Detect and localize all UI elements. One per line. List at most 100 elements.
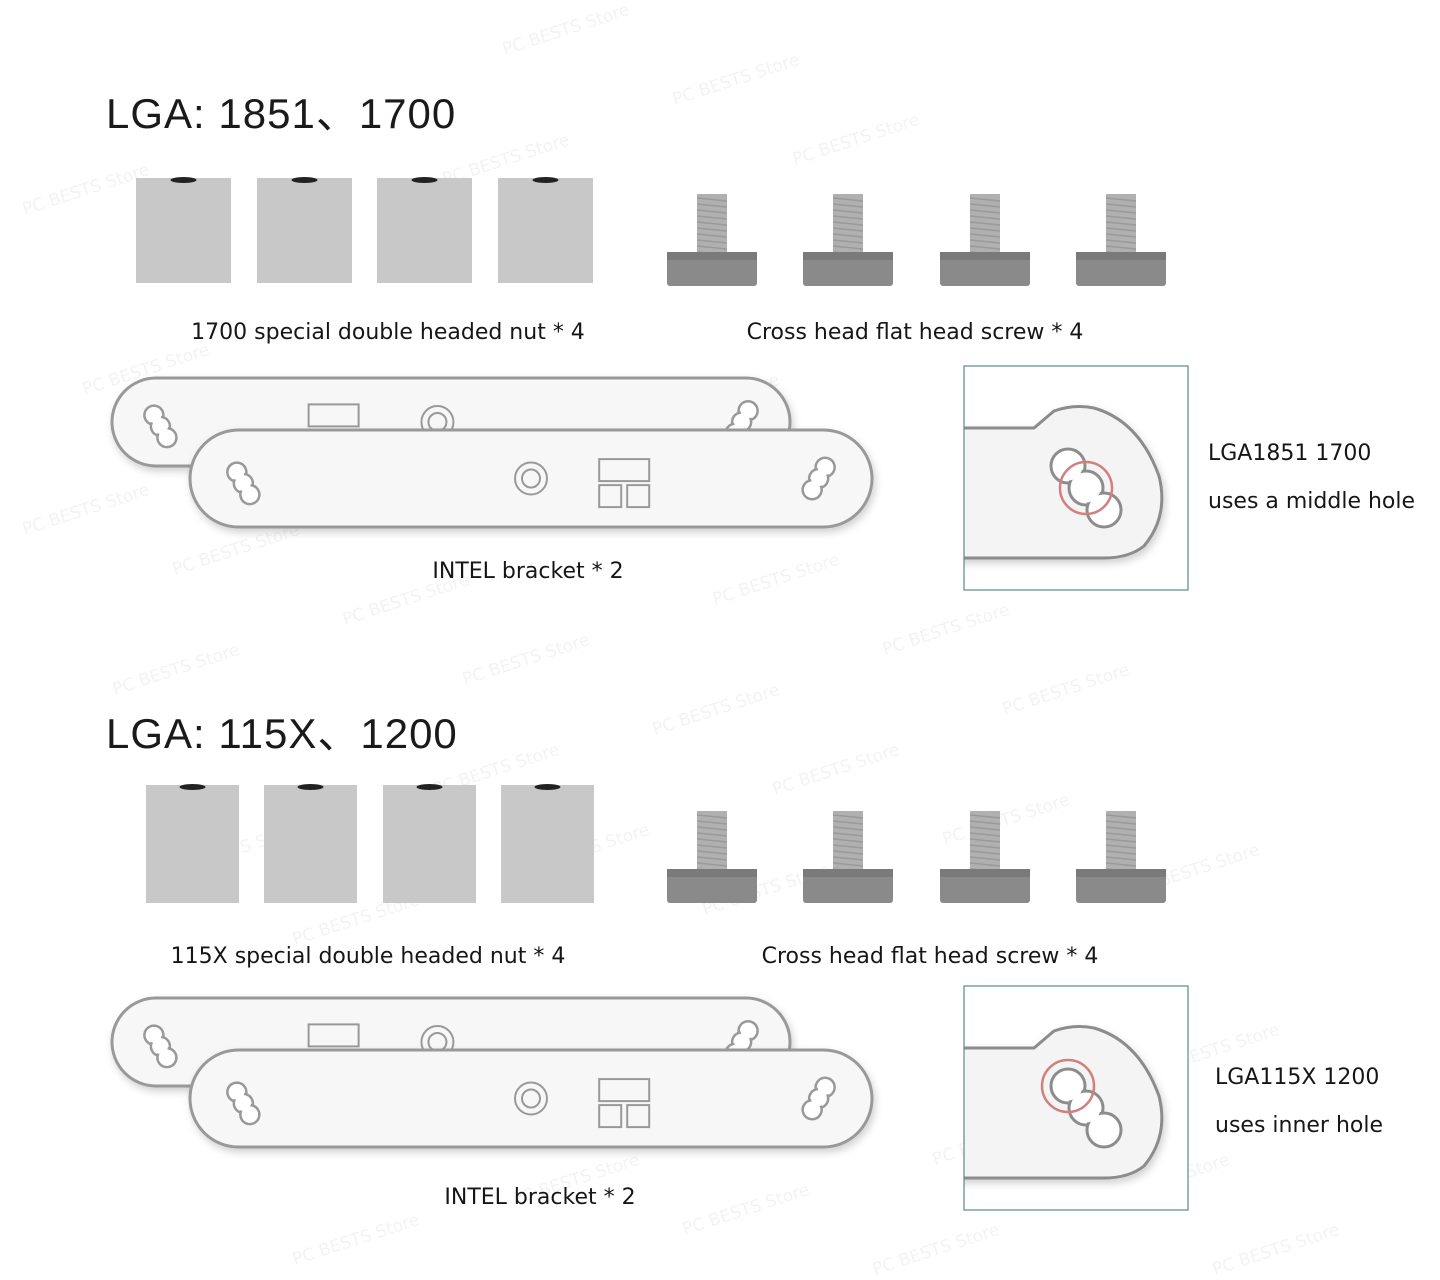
screw-thread [1105,850,1137,855]
screw-thread [832,820,864,825]
screw-thread [969,844,1001,849]
slot-hole-fill [1053,1071,1083,1101]
slot-hole-fill [159,1050,175,1066]
nut-hole [534,784,561,790]
screw-thread [696,820,728,825]
screw-head-top [1076,869,1166,877]
marking-square [626,1104,651,1129]
screw-thread [969,856,1001,861]
bracket-end [964,1025,1164,1180]
screw-thread [1105,209,1137,214]
screw-thread [832,239,864,244]
screw-thread [832,814,864,819]
slot-hole-fill [1053,451,1083,481]
screw-thread [832,832,864,837]
double-headed-nut [377,177,472,283]
bracket-slot-right [801,1076,836,1121]
screw-thread [696,221,728,226]
nut-body [377,178,472,283]
double-headed-nut [498,177,593,283]
screw-thread [1105,862,1137,867]
screw-thread [832,215,864,220]
screw-thread [1105,233,1137,238]
cross-head-screw [940,194,1030,286]
nut-hole [532,177,559,183]
slot-hole-fill [229,464,245,480]
nut-body [264,785,357,903]
slot-hole-fill [152,418,168,434]
screw-thread [696,826,728,831]
screw-head [1076,252,1166,286]
screw-head [940,869,1030,903]
screw-head-top [667,252,757,260]
inset-border [963,985,1189,1211]
screw-head [803,252,893,286]
screw-head [667,252,757,286]
screw-thread [969,203,1001,208]
screw-thread [832,844,864,849]
nut-body [501,785,594,903]
inset-bracket [964,1025,1164,1180]
screw-head [940,252,1030,286]
bracket-label: INTEL bracket * 2 [432,559,624,584]
slot-hole-fill [811,471,827,486]
screw-thread [696,239,728,244]
bracket-slot-left [143,404,178,449]
slot-hole-fill [734,1034,750,1050]
slot-hole-fill [817,459,833,475]
bracket-slot-right [801,456,836,501]
section-title: LGA: 1851、1700 [106,90,457,137]
screw-thread [832,862,864,867]
section-lga1851-1700: LGA: 1851、1700 1700 special double heade… [0,0,1440,620]
screw-thread [969,814,1001,819]
screw-thread [969,197,1001,202]
nut-body [257,178,352,283]
center-ring-inner [521,468,541,489]
screw-thread [832,227,864,232]
slot-hole-fill [1089,1115,1119,1145]
section-graphics [110,177,1189,591]
screw-thread [832,197,864,202]
screw-thread [969,233,1001,238]
cross-head-screw [667,811,757,903]
double-headed-nut [501,784,594,903]
inset-note-hole: uses inner hole [1215,1113,1384,1138]
slot-hole-fill [146,1027,162,1043]
screw-label: Cross head flat head screw * 4 [746,320,1084,345]
intel-bracket [188,1048,874,1149]
screw-thread [1105,814,1137,819]
inset-note-hole: uses a middle hole [1208,489,1416,514]
screw-thread [1105,820,1137,825]
screw-thread [969,862,1001,867]
section-title: LGA: 115X、1200 [106,710,458,757]
slot-hole-fill [811,1091,827,1106]
slot-hole-fill [235,475,251,491]
nut-hole [291,177,318,183]
screw-thread [969,850,1001,855]
nut-hole [416,784,443,790]
screw-head [667,869,757,903]
screw-thread [1105,838,1137,843]
screw-label: Cross head flat head screw * 4 [761,944,1099,969]
screw-thread [1105,203,1137,208]
center-ring-inner [521,1088,541,1109]
nut-hole [411,177,438,183]
slot-hole-fill [734,414,750,430]
screw-thread [1105,856,1137,861]
cross-head-screw [1076,194,1166,286]
screw-thread [696,245,728,250]
inset-bracket [964,405,1164,560]
screw-thread [832,850,864,855]
slot-hole-fill [740,1023,756,1039]
marking-square [598,1078,651,1103]
nut-hole [179,784,206,790]
screw-head [803,869,893,903]
screw-thread [696,215,728,220]
intel-bracket [188,428,874,529]
nut-label: 1700 special double headed nut * 4 [191,320,585,345]
screw-head-top [667,869,757,877]
double-headed-nut [383,784,476,903]
double-headed-nut [257,177,352,283]
screw-thread [832,233,864,238]
inset-note-socket: LGA115X 1200 [1215,1065,1380,1090]
